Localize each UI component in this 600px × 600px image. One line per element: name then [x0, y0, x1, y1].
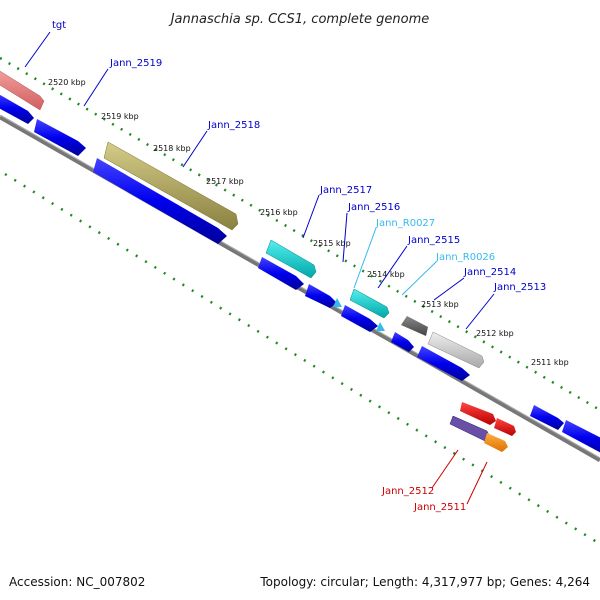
kbp-tick-labels: 2520 kbp 2519 kbp 2518 kbp 2517 kbp 2516… — [48, 78, 569, 367]
tick-label: 2519 kbp — [101, 112, 139, 121]
tick-label: 2516 kbp — [260, 208, 298, 217]
gene-label-jann-2513[interactable]: Jann_2513 — [493, 282, 546, 293]
gene-label-jann-r0026[interactable]: Jann_R0026 — [435, 252, 495, 263]
gene-label-jann-2518[interactable]: Jann_2518 — [207, 120, 260, 131]
gene-label-jann-2516[interactable]: Jann_2516 — [347, 202, 400, 213]
tick-label: 2518 kbp — [153, 144, 191, 153]
gene-label-tgt[interactable]: tgt — [52, 20, 66, 31]
gene-feature-red[interactable] — [494, 418, 516, 436]
tick-label: 2512 kbp — [476, 329, 514, 338]
gene-arrow[interactable] — [258, 257, 304, 290]
gene-feature-olive[interactable] — [103, 141, 239, 231]
gene-feature-tgt[interactable] — [0, 68, 45, 111]
gene-label-jann-r0027[interactable]: Jann_R0027 — [375, 218, 435, 229]
gene-arrow[interactable] — [530, 405, 564, 430]
tick-label: 2514 kbp — [367, 270, 405, 279]
gene-arrow[interactable] — [0, 92, 34, 124]
gene-arrow[interactable] — [562, 420, 600, 455]
gene-feature-cyan[interactable] — [349, 288, 390, 319]
topology-text: Topology: circular; Length: 4,317,977 bp… — [259, 575, 590, 589]
gene-label-jann-2519[interactable]: Jann_2519 — [109, 58, 162, 69]
gene-labels: tgt Jann_2519 Jann_2518 Jann_2517 Jann_2… — [52, 20, 546, 513]
gene-feature-cyan[interactable] — [265, 239, 317, 279]
map-title: Jannaschia sp. CCS1, complete genome — [168, 12, 430, 27]
inner-dotted-guide — [4, 172, 600, 546]
tick-label: 2517 kbp — [206, 177, 244, 186]
gene-arrow[interactable] — [305, 284, 337, 308]
gene-feature-jann-2511[interactable] — [484, 433, 508, 452]
gene-arrow[interactable] — [34, 119, 86, 156]
tick-label: 2513 kbp — [421, 300, 459, 309]
gene-arrow[interactable] — [93, 158, 227, 244]
gene-label-jann-2517[interactable]: Jann_2517 — [319, 185, 372, 196]
gene-feature-red[interactable] — [460, 402, 496, 425]
gene-label-jann-2514[interactable]: Jann_2514 — [463, 267, 516, 278]
label-leaders — [24, 31, 495, 505]
gene-label-jann-2511[interactable]: Jann_2511 — [413, 502, 466, 513]
tick-label: 2520 kbp — [48, 78, 86, 87]
tick-label: 2515 kbp — [313, 239, 351, 248]
rna-marker[interactable] — [376, 322, 385, 331]
gene-arrow[interactable] — [417, 346, 470, 381]
gene-arrow[interactable] — [341, 305, 378, 332]
gene-label-jann-2515[interactable]: Jann_2515 — [407, 235, 460, 246]
gene-feature-dark[interactable] — [401, 316, 428, 336]
accession-text: Accession: NC_007802 — [9, 575, 145, 589]
gene-arrow[interactable] — [391, 332, 414, 352]
gene-features — [0, 68, 600, 455]
tick-label: 2511 kbp — [531, 358, 569, 367]
rna-marker[interactable] — [333, 298, 342, 307]
gene-feature-gray[interactable] — [427, 331, 485, 369]
gene-label-jann-2512[interactable]: Jann_2512 — [381, 486, 434, 497]
outer-dotted-guide — [0, 56, 600, 412]
